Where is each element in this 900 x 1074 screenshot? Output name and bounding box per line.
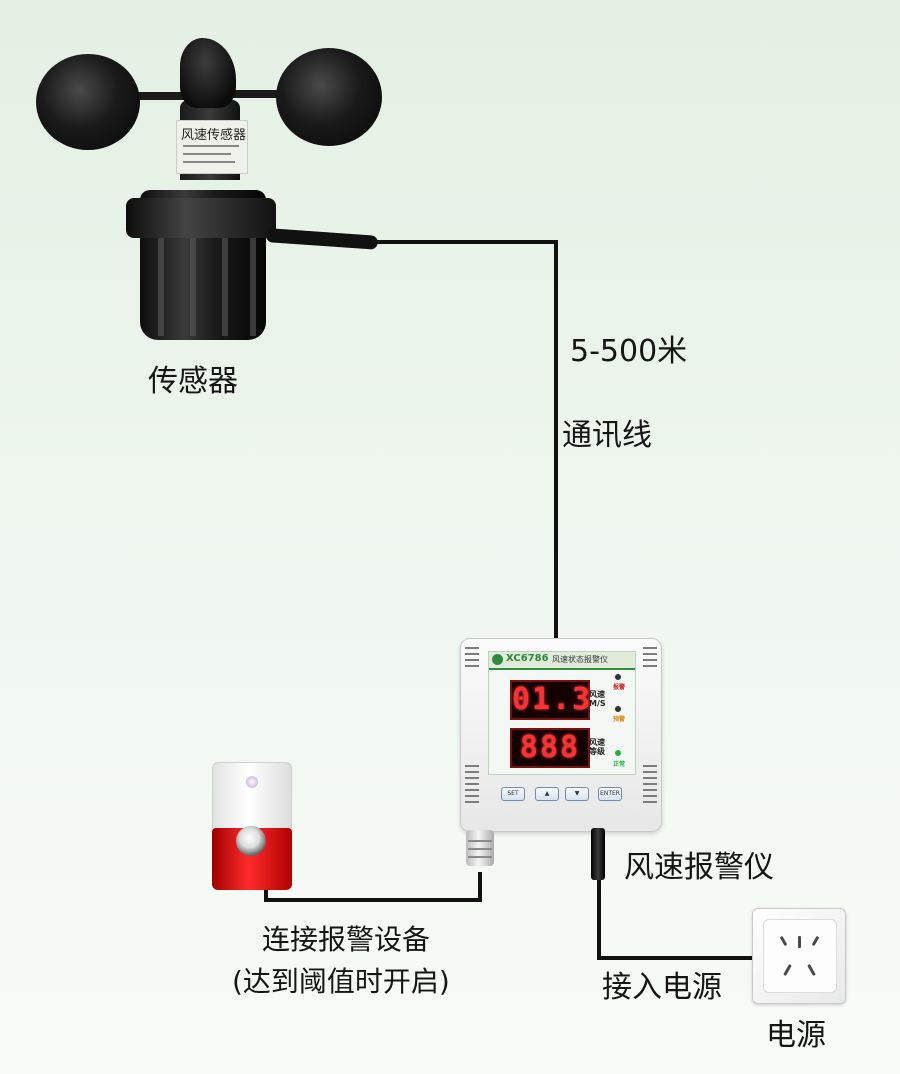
sensor-rib — [158, 238, 164, 336]
display2-unit-line1: 风速 — [589, 738, 605, 747]
cable-type-label: 通讯线 — [562, 418, 652, 453]
panel-header: XC6786 风速状态报警仪 — [489, 652, 635, 670]
sensor-cup-right — [276, 48, 382, 146]
sensor-rib — [222, 238, 228, 336]
controller-front-panel: XC6786 风速状态报警仪 01.3 风速 M/S 888 风速 等级 报警 … — [488, 651, 636, 775]
power-cable-horizontal — [597, 956, 754, 960]
sensor-hub-cup — [180, 38, 236, 108]
normal-led-label: 正常 — [613, 761, 626, 768]
wind-speed-sensor: 风速传感器 — [30, 30, 390, 350]
controller-vent — [465, 647, 479, 671]
cable-gland — [466, 830, 494, 866]
socket-slot-icon — [811, 935, 820, 947]
socket-slot-icon — [807, 964, 816, 976]
sensor-nameplate-text: 风速传感器 — [181, 128, 247, 143]
socket-slot-icon — [798, 936, 801, 948]
cable-length-label: 5-500米 — [570, 334, 688, 369]
power-cable-vertical — [597, 878, 601, 960]
panel-name: 风速状态报警仪 — [552, 655, 608, 664]
power-source-label: 电源 — [766, 1018, 826, 1053]
wind-level-display: 888 — [510, 728, 590, 768]
normal-led-icon — [615, 750, 621, 756]
controller-vent — [465, 765, 479, 807]
sensor-rib — [250, 238, 256, 336]
sensor-cup-left — [36, 54, 140, 150]
comm-cable-vertical — [554, 240, 558, 640]
panel-model: XC6786 — [506, 653, 549, 664]
display1-unit-line1: 风速 — [589, 690, 605, 699]
alarm-led-label: 报警 — [613, 684, 626, 691]
warning-led-icon — [615, 706, 621, 712]
sensor-arm-right — [200, 90, 330, 98]
nameplate-line — [183, 161, 235, 163]
nameplate-line — [183, 153, 231, 155]
nameplate-line — [183, 145, 239, 147]
brand-logo-icon — [492, 654, 503, 665]
strobe-alarm-device — [212, 762, 292, 890]
controller-vent — [643, 647, 657, 671]
wind-speed-alarm-controller: XC6786 风速状态报警仪 01.3 风速 M/S 888 风速 等级 报警 … — [460, 638, 662, 832]
strobe-indicator-icon — [246, 776, 258, 788]
strobe-housing — [212, 762, 292, 836]
display2-unit-line2: 等级 — [589, 747, 605, 756]
sensor-rib — [190, 238, 196, 336]
controller-label: 风速报警仪 — [624, 850, 774, 885]
warning-led-label: 预警 — [613, 716, 626, 723]
set-button[interactable]: SET — [501, 787, 525, 801]
strobe-buzzer-icon — [236, 826, 266, 856]
display1-unit: 风速 M/S — [589, 690, 606, 708]
controller-vent — [643, 765, 657, 807]
wind-speed-display: 01.3 — [510, 680, 590, 720]
sensor-collar — [126, 198, 276, 238]
power-in-label: 接入电源 — [602, 970, 722, 1005]
alarm-cable-drop — [264, 886, 268, 902]
alarm-device-label: 连接报警设备 — [262, 923, 431, 956]
comm-cable-horizontal — [346, 240, 558, 244]
socket-face — [763, 919, 837, 993]
enter-button[interactable]: ENTER — [598, 787, 622, 801]
sensor-arm-left — [85, 92, 215, 100]
sensor-cable-stub — [265, 228, 379, 250]
display2-unit: 风速 等级 — [589, 738, 605, 756]
alarm-led-icon — [615, 674, 621, 680]
up-button[interactable]: ▲ — [535, 787, 559, 801]
wall-power-socket — [752, 908, 846, 1004]
socket-slot-icon — [779, 935, 788, 947]
sensor-label: 传感器 — [148, 364, 238, 399]
alarm-cable-vertical — [478, 872, 482, 900]
alarm-device-note: (达到阈值时开启) — [232, 965, 450, 998]
socket-slot-icon — [783, 964, 792, 976]
down-button[interactable]: ▼ — [565, 787, 589, 801]
display1-unit-line2: M/S — [589, 699, 606, 708]
power-plug — [591, 828, 605, 880]
alarm-cable-horizontal — [264, 898, 482, 902]
sensor-nameplate: 风速传感器 — [176, 120, 248, 174]
